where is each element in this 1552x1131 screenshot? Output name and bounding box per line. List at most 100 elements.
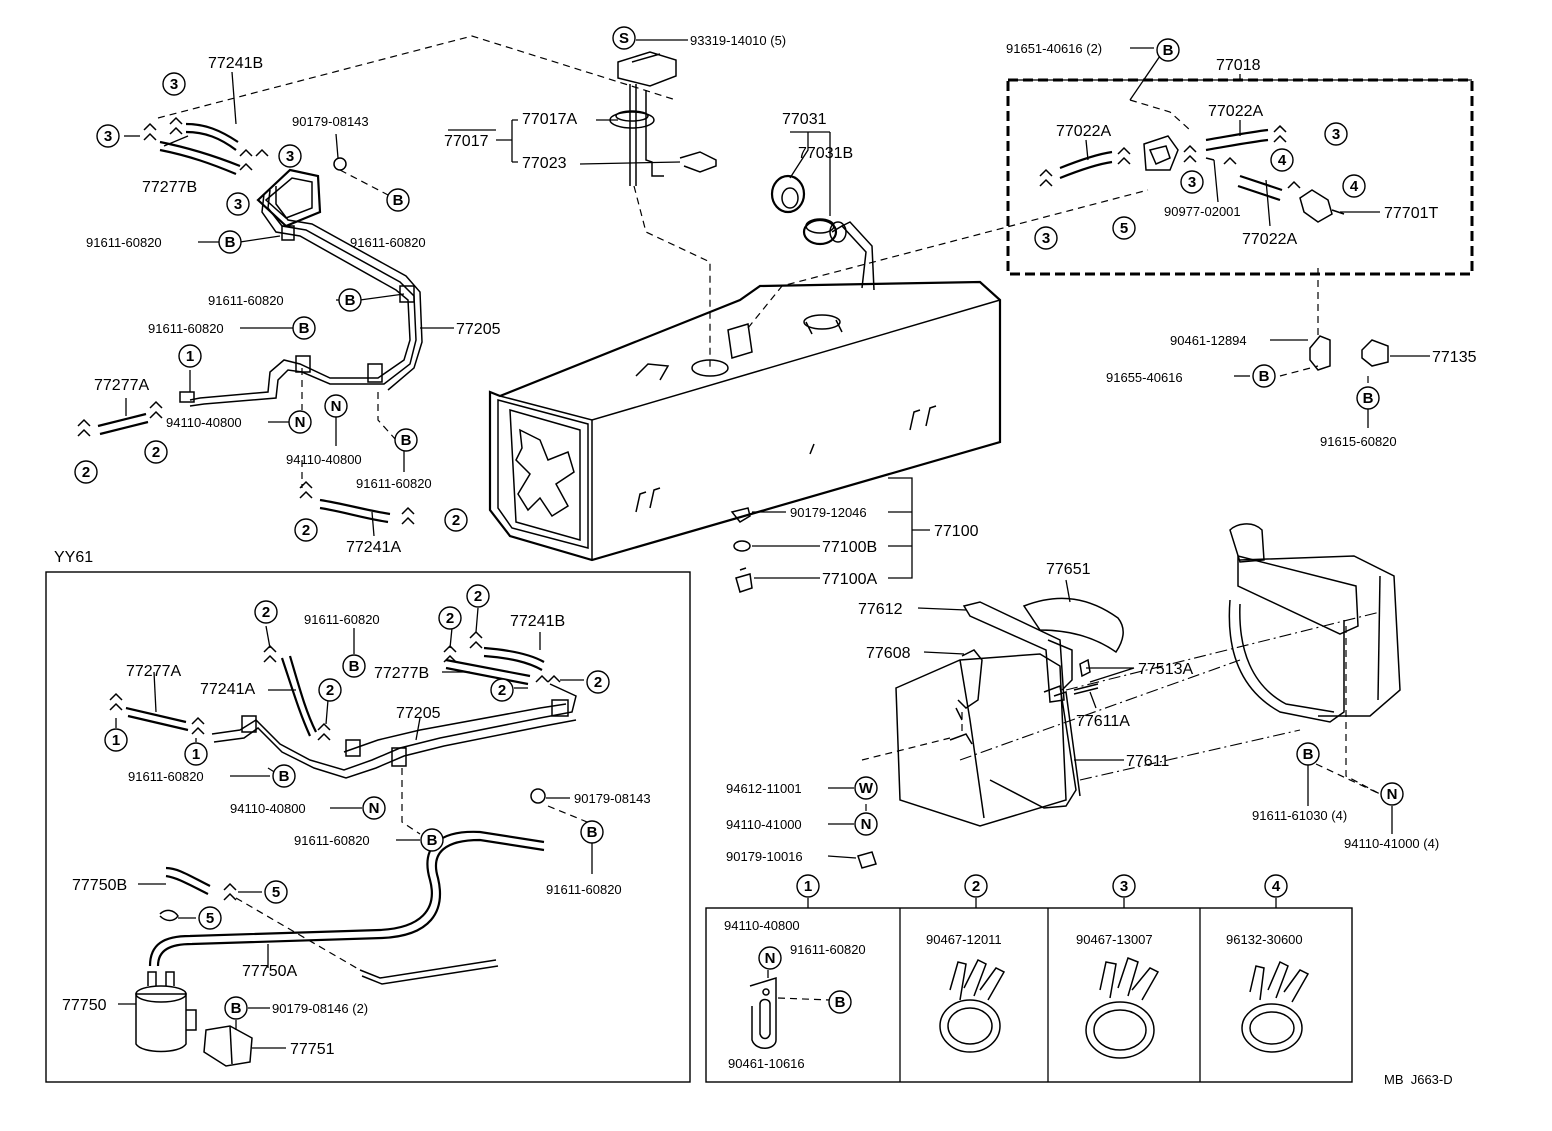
svg-text:B: B [349, 658, 360, 675]
callout-two: 2 [438, 606, 462, 630]
label-77022A-a: 77022A [1056, 123, 1111, 140]
svg-text:1: 1 [804, 878, 812, 895]
label-yy-77750B: 77750B [72, 877, 127, 894]
footer-code: MB J663-D [1384, 1072, 1453, 1087]
label-91611-61030: 91611-61030 (4) [1252, 808, 1347, 823]
label-77100: 77100 [934, 523, 979, 540]
callout-W: W [854, 776, 878, 800]
svg-text:W: W [859, 780, 874, 797]
svg-text:3: 3 [1332, 126, 1340, 143]
svg-text:N: N [331, 398, 342, 415]
svg-text:1: 1 [112, 732, 120, 749]
label-77022A-b: 77022A [1208, 103, 1263, 120]
callout-B: B [1156, 38, 1180, 62]
label-yy-77750A: 77750A [242, 963, 297, 980]
callout-B: B [828, 990, 852, 1014]
svg-text:1: 1 [186, 348, 194, 365]
yy61-variant-box [45, 571, 691, 1083]
callout-N: N [362, 796, 386, 820]
callout-one: 1 [104, 728, 128, 752]
label-yy-91611-60820-a: 91611-60820 [304, 612, 380, 627]
leader-lines [115, 39, 1472, 1049]
callout-two: 2 [74, 460, 98, 484]
label-90977-02001: 90977-02001 [1164, 204, 1241, 219]
label-91655-40616: 91655-40616 [1106, 370, 1183, 385]
label-90179-10016: 90179-10016 [726, 849, 803, 864]
svg-text:2: 2 [326, 682, 334, 699]
label-94110-41000-4: 94110-41000 (4) [1344, 836, 1439, 851]
label-box1-91611-60820: 91611-60820 [790, 942, 866, 957]
label-77031B: 77031B [798, 145, 853, 162]
callout-S: S [612, 26, 636, 50]
label-box1-94110-40800: 94110-40800 [724, 918, 800, 933]
tank-mounting-straps [861, 523, 1401, 827]
callout-three: 3 [226, 192, 250, 216]
callout-three: 3 [1112, 874, 1136, 898]
label-yy-77277B: 77277B [374, 665, 429, 682]
label-yy-77751: 77751 [290, 1041, 335, 1058]
label-77100A: 77100A [822, 571, 877, 588]
label-yy61: YY61 [54, 549, 93, 566]
callout-two: 2 [586, 670, 610, 694]
callout-B: B [342, 654, 366, 678]
label-77277B-top: 77277B [142, 179, 197, 196]
label-yy-77241A: 77241A [200, 681, 255, 698]
callout-one: 1 [184, 742, 208, 766]
svg-text:2: 2 [152, 444, 160, 461]
label-77701T: 77701T [1384, 205, 1438, 222]
svg-text:B: B [225, 234, 236, 251]
callout-three: 3 [1034, 226, 1058, 250]
label-77205-top: 77205 [456, 321, 501, 338]
label-90461-12894: 90461-12894 [1170, 333, 1247, 348]
fuel-tank [488, 221, 1002, 562]
label-box4-96132-30600: 96132-30600 [1226, 932, 1303, 947]
callout-five: 5 [264, 880, 288, 904]
label-77022A-c: 77022A [1242, 231, 1297, 248]
label-yy-91611-60820-d: 91611-60820 [546, 882, 622, 897]
svg-text:3: 3 [1120, 878, 1128, 895]
svg-text:N: N [765, 950, 776, 967]
drain-plug-90179-10016 [857, 851, 877, 869]
label-91611-60820-b: 91611-60820 [350, 235, 426, 250]
callout-three: 3 [1324, 122, 1348, 146]
label-77277A-top: 77277A [94, 377, 149, 394]
callout-two: 2 [466, 584, 490, 608]
svg-text:B: B [393, 192, 404, 209]
svg-text:5: 5 [1120, 220, 1128, 237]
label-77017A: 77017A [522, 111, 577, 128]
svg-text:4: 4 [1278, 152, 1287, 169]
callout-B: B [1296, 742, 1320, 766]
callout-two: 2 [964, 874, 988, 898]
label-93319-14010: 93319-14010 (5) [690, 33, 786, 48]
svg-text:3: 3 [1188, 174, 1196, 191]
gasket-77100B [733, 540, 751, 552]
label-91611-60820-d: 91611-60820 [148, 321, 224, 336]
svg-text:4: 4 [1350, 178, 1359, 195]
svg-text:B: B [279, 768, 290, 785]
svg-text:B: B [587, 824, 598, 841]
svg-text:B: B [299, 320, 310, 337]
svg-text:B: B [1163, 42, 1174, 59]
label-yy-91611-60820-b: 91611-60820 [128, 769, 204, 784]
callout-four: 4 [1264, 874, 1288, 898]
svg-text:B: B [1363, 390, 1374, 407]
callout-five: 5 [198, 906, 222, 930]
svg-text:3: 3 [286, 148, 294, 165]
vent-valve-assembly [1039, 99, 1345, 223]
callout-B: B [218, 230, 242, 254]
callout-B: B [420, 828, 444, 852]
label-94110-40800-a: 94110-40800 [166, 415, 242, 430]
svg-text:4: 4 [1272, 878, 1281, 895]
callout-two: 2 [254, 600, 278, 624]
callout-two: 2 [144, 440, 168, 464]
label-77031: 77031 [782, 111, 827, 128]
label-91615-60820: 91615-60820 [1320, 434, 1397, 449]
svg-text:2: 2 [498, 682, 506, 699]
fuel-sender-unit [609, 51, 717, 368]
clip-detail-table [705, 898, 1353, 1083]
label-77135: 77135 [1432, 349, 1477, 366]
callout-B: B [272, 764, 296, 788]
svg-text:N: N [1387, 786, 1398, 803]
label-yy-90179-08146: 90179-08146 (2) [272, 1001, 368, 1016]
callout-B: B [292, 316, 316, 340]
